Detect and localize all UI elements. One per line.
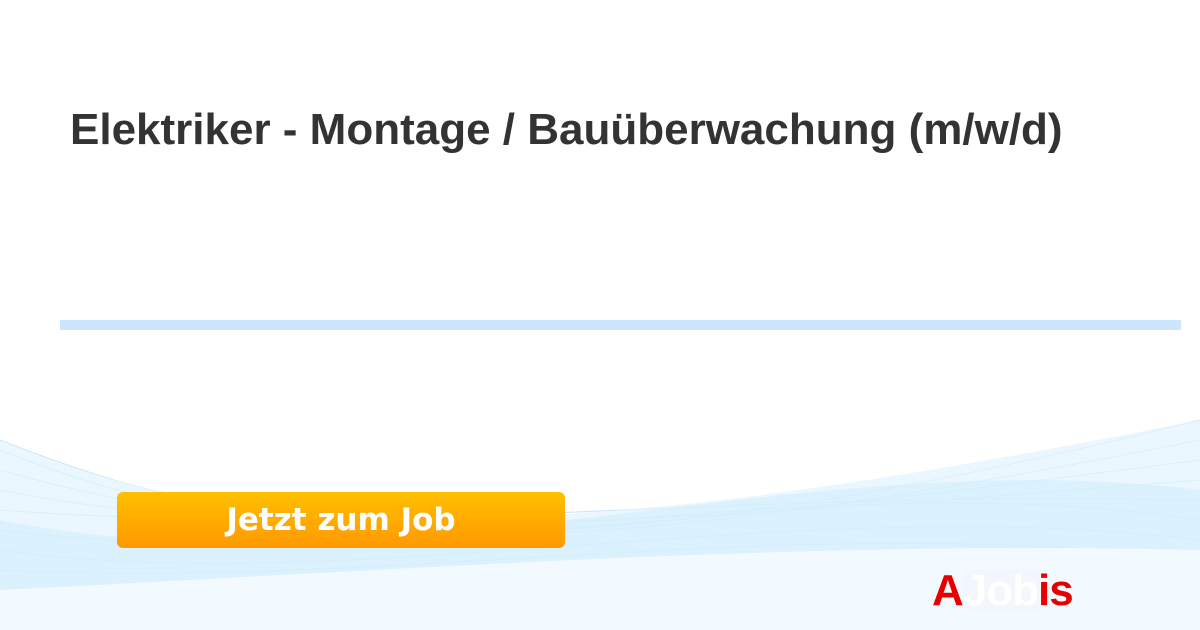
divider	[60, 320, 1181, 330]
logo-job: Job	[962, 566, 1039, 615]
logo-letter-a: A	[932, 566, 964, 615]
ajobis-logo[interactable]: AJobis	[932, 566, 1074, 615]
apply-button[interactable]: Jetzt zum Job	[117, 492, 565, 548]
logo-is: is	[1038, 566, 1074, 615]
job-title: Elektriker - Montage / Bauüberwachung (m…	[70, 105, 1063, 154]
